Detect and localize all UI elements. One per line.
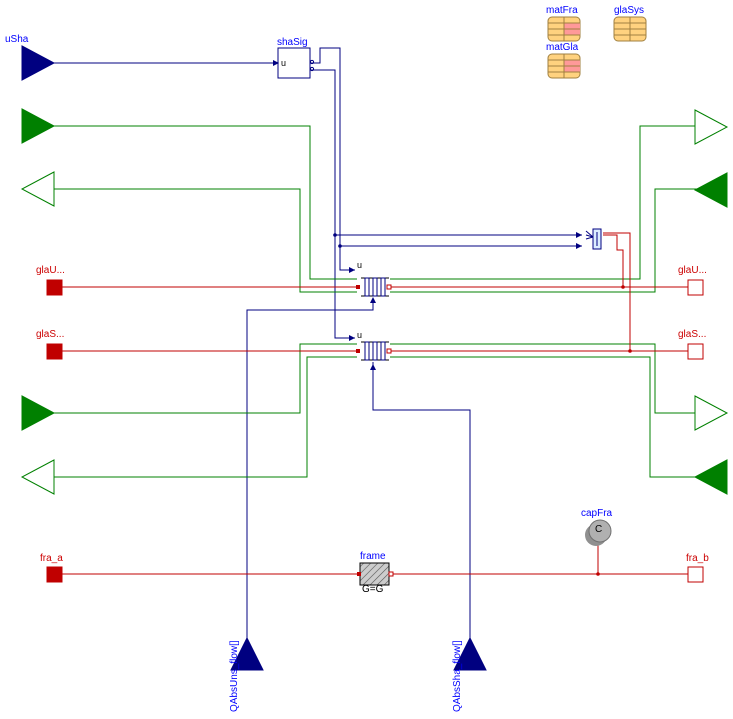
- radiation-input-right-2: [693, 459, 728, 495]
- shasig-port-label: u: [281, 58, 287, 68]
- shasig-block[interactable]: [273, 47, 315, 79]
- matgla-record-icon[interactable]: [547, 53, 581, 79]
- conn-green-in-1: [50, 125, 357, 280]
- qabsuns-label: QAbsUns_flow[]: [229, 640, 240, 712]
- glash-right-port: [687, 343, 704, 360]
- frame-param-label: G=G: [362, 584, 384, 595]
- conn-green-out-1: [50, 188, 357, 293]
- conn-green-right-in-2: [390, 356, 697, 478]
- capfra-icon-label: C: [595, 524, 603, 535]
- shasig-label: shaSig: [277, 37, 308, 48]
- fra-a-label: fra_a: [40, 553, 63, 564]
- glaun-left-port: [46, 279, 63, 296]
- fra-b-port: [687, 566, 704, 583]
- glasys-label: glaSys: [614, 5, 645, 16]
- junction-dots: [333, 233, 632, 576]
- conn-green-in-2: [50, 343, 357, 414]
- frame-label: frame: [360, 551, 386, 562]
- conn-switch-upper: [603, 234, 624, 287]
- matgla-label: matGla: [546, 42, 579, 53]
- matfra-record-icon[interactable]: [547, 16, 581, 42]
- conn-shasig-lower-u: [310, 69, 355, 339]
- radiation-output-left-1: [20, 171, 55, 207]
- matfra-label: matFra: [546, 5, 578, 16]
- radiation-input-left-2: [21, 395, 56, 431]
- conn-green-right-in-1: [390, 188, 697, 293]
- conn-qabsuns: [246, 298, 374, 640]
- capfra-capacitor-icon[interactable]: [585, 519, 612, 546]
- glaun-right-port: [687, 279, 704, 296]
- glasys-record-icon[interactable]: [613, 16, 647, 42]
- conn-shasig-upper-u: [310, 47, 355, 271]
- glash-left-label: glaS...: [36, 329, 65, 340]
- radiation-output-left-2: [20, 459, 55, 495]
- usha-input-connector: [21, 45, 56, 81]
- conn-green-out-2: [50, 356, 357, 478]
- conn-qabssha: [372, 362, 471, 640]
- glaun-right-label: glaU...: [678, 265, 707, 276]
- radiation-output-right-2: [694, 395, 729, 431]
- radiation-input-right-1: [693, 172, 728, 208]
- lower-glass-layer[interactable]: [349, 335, 392, 370]
- capfra-label: capFra: [581, 508, 613, 519]
- glash-left-port: [46, 343, 63, 360]
- glash-right-label: glaS...: [678, 329, 707, 340]
- usha-label: uSha: [5, 34, 29, 45]
- switch-block[interactable]: [576, 228, 602, 250]
- connections: [50, 47, 697, 640]
- fra-a-port: [46, 566, 63, 583]
- qabssha-label: QAbsSha_flow[]: [452, 640, 463, 712]
- radiation-output-right-1: [694, 109, 729, 145]
- conn-green-right-out-1: [390, 125, 697, 280]
- lower-layer-u-label: u: [357, 330, 363, 340]
- fra-b-label: fra_b: [686, 553, 709, 564]
- qabssha-input-connector: [453, 636, 487, 671]
- conn-switch-lower: [603, 232, 631, 351]
- radiation-input-left-1: [21, 108, 56, 144]
- upper-layer-u-label: u: [357, 260, 363, 270]
- upper-glass-layer[interactable]: [349, 267, 392, 303]
- qabsuns-input-connector: [230, 636, 264, 671]
- frame-conductor[interactable]: [357, 562, 394, 586]
- glaun-left-label: glaU...: [36, 265, 65, 276]
- conn-green-right-out-2: [390, 343, 697, 414]
